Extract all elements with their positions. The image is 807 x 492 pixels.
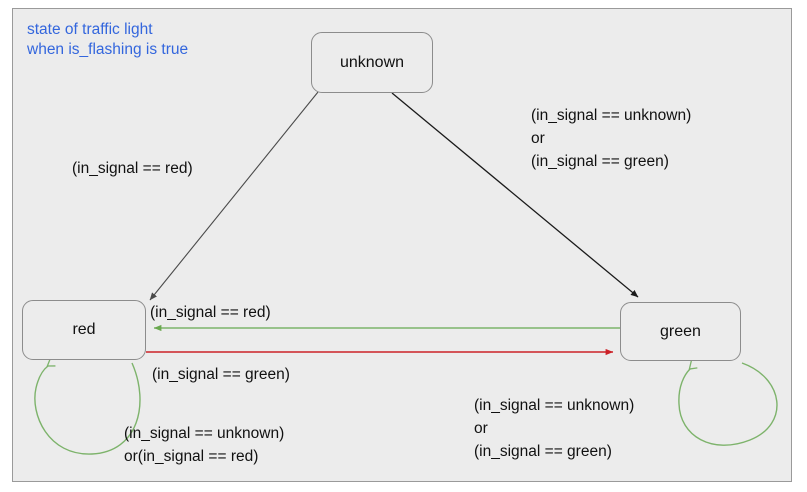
edge-label-red-self-loop: (in_signal == unknown) or(in_signal == r…	[124, 425, 285, 465]
state-node-red[interactable]: red	[22, 300, 146, 360]
edge-label-red-to-green: (in_signal == green)	[152, 366, 290, 383]
state-node-label: unknown	[339, 53, 405, 71]
edge-label-green-self-loop: (in_signal == unknown) or (in_signal == …	[474, 397, 635, 460]
edge-label-unknown-to-red: (in_signal == red)	[72, 160, 193, 177]
state-node-green[interactable]: green	[620, 302, 741, 361]
edge-label-unknown-to-green: (in_signal == unknown) or (in_signal == …	[531, 107, 692, 170]
state-node-label: green	[660, 322, 701, 340]
page-title: state of traffic light when is_flashing …	[27, 21, 189, 58]
state-node-unknown[interactable]: unknown	[311, 32, 433, 93]
edge-label-green-to-red: (in_signal == red)	[150, 304, 271, 321]
state-node-label: red	[72, 321, 96, 338]
